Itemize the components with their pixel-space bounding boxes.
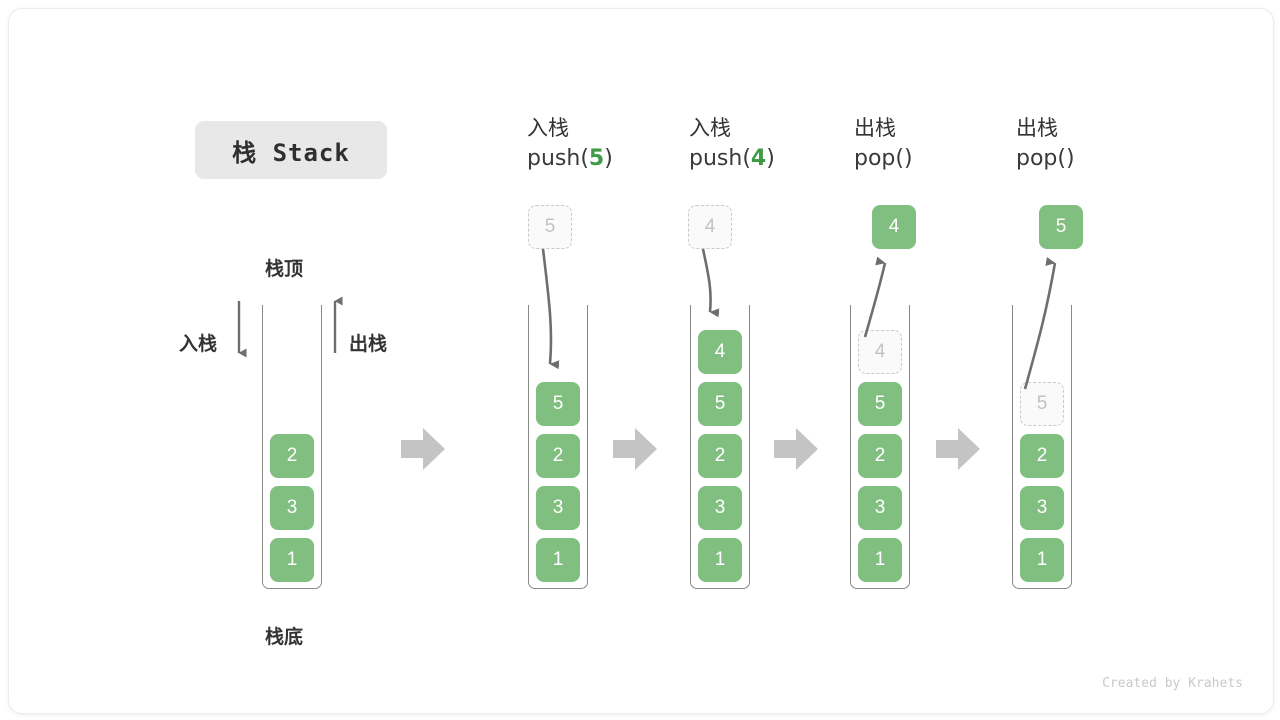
- operation-heading-push-5: 入栈 push(5): [527, 115, 613, 175]
- operation-heading-pop-1: 出栈 pop(): [854, 115, 913, 175]
- transition-arrow: [936, 428, 980, 470]
- transition-arrow: [401, 428, 445, 470]
- title-badge: 栈 Stack: [195, 121, 387, 179]
- stack-container-initial: [262, 305, 322, 589]
- diagram-card: 栈 Stack 栈顶 栈底 入栈 出栈 2 3 1 入栈 push(5) 5 5…: [8, 8, 1274, 714]
- popped-cell: 4: [872, 205, 916, 249]
- transition-arrow: [774, 428, 818, 470]
- stack-bottom-label: 栈底: [265, 627, 304, 648]
- transition-arrow: [613, 428, 657, 470]
- code-prefix: push(: [689, 146, 751, 171]
- operation-code-label: pop(): [854, 143, 913, 175]
- code-argument: 5: [588, 146, 605, 171]
- stack-cell: 1: [858, 538, 902, 582]
- stack-cell: 5: [536, 382, 580, 426]
- stack-cell: 1: [698, 538, 742, 582]
- operation-heading-push-4: 入栈 push(4): [689, 115, 775, 175]
- code-suffix: ): [1065, 146, 1075, 171]
- stack-cell: 3: [270, 486, 314, 530]
- operation-cn-label: 出栈: [1016, 117, 1058, 140]
- operation-cn-label: 入栈: [689, 117, 731, 140]
- popped-cell: 5: [1039, 205, 1083, 249]
- code-suffix: ): [604, 146, 613, 171]
- floating-ghost-cell: 5: [528, 205, 572, 249]
- push-direction-label: 入栈: [179, 334, 218, 355]
- arrow-overlay: [237, 248, 1057, 470]
- floating-ghost-cell: 4: [688, 205, 732, 249]
- stack-container-push-5: [528, 305, 588, 589]
- push-4-arrow: [701, 248, 720, 318]
- stack-cell: 1: [1020, 538, 1064, 582]
- code-suffix: ): [903, 146, 913, 171]
- stack-cell: 2: [270, 434, 314, 478]
- stack-top-label: 栈顶: [265, 259, 304, 280]
- stack-cell: 5: [698, 382, 742, 426]
- stack-cell: 5: [858, 382, 902, 426]
- operation-heading-pop-2: 出栈 pop(): [1016, 115, 1075, 175]
- stack-cell: 1: [270, 538, 314, 582]
- stack-cell: 2: [858, 434, 902, 478]
- code-prefix: pop(: [1016, 146, 1066, 171]
- vacated-ghost-cell: 5: [1020, 382, 1064, 426]
- code-prefix: pop(: [854, 146, 904, 171]
- stack-container-push-4: [690, 305, 750, 589]
- stack-cell: 3: [858, 486, 902, 530]
- operation-code-label: push(5): [527, 143, 613, 175]
- operation-code-label: pop(): [1016, 143, 1075, 175]
- stack-container-pop-2: [1012, 305, 1072, 589]
- credit-text: Created by Krahets: [1102, 676, 1243, 691]
- code-suffix: ): [766, 146, 775, 171]
- stack-cell: 2: [536, 434, 580, 478]
- operation-cn-label: 出栈: [854, 117, 896, 140]
- stack-cell: 1: [536, 538, 580, 582]
- stack-cell: 3: [698, 486, 742, 530]
- title-text: 栈 Stack: [232, 138, 350, 167]
- stack-cell: 4: [698, 330, 742, 374]
- code-argument: 4: [750, 146, 767, 171]
- operation-code-label: push(4): [689, 143, 775, 175]
- code-prefix: push(: [527, 146, 589, 171]
- stack-container-pop-1: [850, 305, 910, 589]
- stack-cell: 2: [698, 434, 742, 478]
- stack-cell: 3: [1020, 486, 1064, 530]
- stack-cell: 2: [1020, 434, 1064, 478]
- pop-direction-label: 出栈: [349, 334, 388, 355]
- stack-cell: 3: [536, 486, 580, 530]
- vacated-ghost-cell: 4: [858, 330, 902, 374]
- operation-cn-label: 入栈: [527, 117, 569, 140]
